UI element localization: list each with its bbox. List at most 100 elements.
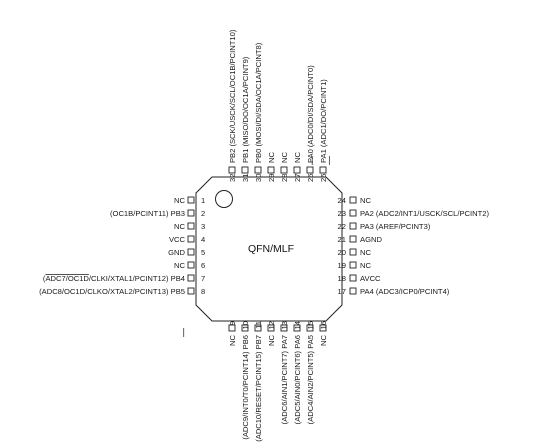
pin-pad bbox=[187, 274, 195, 282]
pin-pad bbox=[241, 166, 249, 174]
pin-number: 20 bbox=[338, 248, 346, 257]
pin-pad bbox=[306, 166, 314, 174]
pin-label: (ADC7/OC1D/CLKI/XTAL1/PCINT12) PB4 bbox=[43, 274, 185, 283]
pin-pad bbox=[349, 196, 357, 204]
pin-pad bbox=[280, 324, 288, 332]
pin-pad bbox=[349, 248, 357, 256]
pin-label: NC bbox=[293, 152, 302, 163]
pin-pad bbox=[267, 166, 275, 174]
pin-label: VCC bbox=[169, 235, 186, 244]
pin-number: 2 bbox=[201, 209, 205, 218]
pin-pad bbox=[319, 166, 327, 174]
pin-label: NC bbox=[267, 334, 276, 345]
pin-number: 31 bbox=[241, 174, 250, 182]
pin-number: 3 bbox=[201, 222, 205, 231]
pin-pad bbox=[280, 166, 288, 174]
pin-pad bbox=[349, 222, 357, 230]
pin-number: 8 bbox=[201, 287, 205, 296]
pin-pad bbox=[187, 222, 195, 230]
pin-pad bbox=[228, 166, 236, 174]
pin-label: (ADC4/AIN2/PCINT5) PA5 bbox=[306, 335, 315, 424]
pin-label: NC bbox=[174, 261, 185, 270]
pin-label: PA3 (AREF/PCINT3) bbox=[360, 222, 431, 231]
pin-label: (ADC9/INT0/T0/PCINT14) PB6 bbox=[241, 335, 250, 440]
pin-label: NC bbox=[174, 196, 185, 205]
pin-label: GND bbox=[168, 248, 185, 257]
pin-label: NC bbox=[267, 152, 276, 163]
pin-pad bbox=[349, 287, 357, 295]
pin-pad bbox=[349, 235, 357, 243]
pin-label: PB2 (SCK/USCK/SCL/OC1B/PCINT10) bbox=[228, 29, 237, 163]
pin-label: NC bbox=[319, 334, 328, 345]
pin-label: NC bbox=[360, 248, 371, 257]
pin-pad bbox=[228, 324, 236, 332]
pin-label: (ADC5/AIN0/PCINT6) PA6 bbox=[293, 335, 302, 424]
pin-number: 17 bbox=[338, 287, 346, 296]
pin-pad bbox=[319, 324, 327, 332]
pin-pad bbox=[254, 324, 262, 332]
pin-number: 7 bbox=[201, 274, 205, 283]
pin-label: PA2 (ADC2/INT1/USCK/SCL/PCINT2) bbox=[360, 209, 489, 218]
pin-label: NC bbox=[280, 152, 289, 163]
pin-label: NC bbox=[228, 334, 237, 345]
pin-label: PA4 (ADC3/ICP0/PCINT4) bbox=[360, 287, 450, 296]
pin-number: 30 bbox=[254, 174, 263, 182]
pin-pad bbox=[349, 209, 357, 217]
pin-number: 18 bbox=[338, 274, 346, 283]
pin-number: 4 bbox=[201, 235, 205, 244]
chip-body bbox=[195, 176, 343, 322]
pin-label: PA0 (ADC0/DI/SDA/PCINT0) bbox=[306, 65, 315, 163]
pin-number: 23 bbox=[338, 209, 346, 218]
pin-pad bbox=[267, 324, 275, 332]
pin-pad bbox=[349, 274, 357, 282]
pin-label: PB1 (MISO/DO/OC1A/PCINT9) bbox=[241, 56, 250, 163]
pin-number: 28 bbox=[280, 174, 289, 182]
pin-pad bbox=[187, 196, 195, 204]
pin-number: 21 bbox=[338, 235, 346, 244]
pin-pad bbox=[349, 261, 357, 269]
pin-label: NC bbox=[360, 261, 371, 270]
pin-number: 12 bbox=[267, 321, 276, 329]
pin-label: (ADC10/RESET/PCINT15) PB7 bbox=[254, 335, 263, 442]
pin-label: PB0 (MOSI/DI/SDA/OC1A/PCINT8) bbox=[254, 42, 263, 163]
pin-number: 1 bbox=[201, 196, 205, 205]
pin-pad bbox=[187, 235, 195, 243]
pin-label: NC bbox=[360, 196, 371, 205]
pin-pad bbox=[187, 287, 195, 295]
pin-number: 15 bbox=[306, 321, 315, 329]
pin-label: NC bbox=[174, 222, 185, 231]
pin-number: 16 bbox=[319, 321, 328, 329]
pin-pad bbox=[306, 324, 314, 332]
pin-pad bbox=[254, 166, 262, 174]
pin-pad bbox=[187, 209, 195, 217]
pin-label: (ADC8/OC1D/CLKO/XTAL2/PCINT13) PB5 bbox=[39, 287, 185, 296]
pin-number: 32 bbox=[228, 174, 237, 182]
pin-number: 9 bbox=[228, 321, 237, 325]
pin-label: (OC1B/PCINT11) PB3 bbox=[110, 209, 185, 218]
pin-number: 6 bbox=[201, 261, 205, 270]
pin-number: 5 bbox=[201, 248, 205, 257]
package-label: QFN/MLF bbox=[248, 243, 294, 255]
pin-pad bbox=[293, 166, 301, 174]
pin-pad bbox=[293, 324, 301, 332]
pin-number: 24 bbox=[338, 196, 346, 205]
pin1-marker-circle bbox=[215, 190, 233, 208]
pin-pad bbox=[187, 248, 195, 256]
pin-pad bbox=[241, 324, 249, 332]
pin-number: 22 bbox=[338, 222, 346, 231]
pin-number: 26 bbox=[306, 174, 315, 182]
pin-number: 13 bbox=[280, 321, 289, 329]
pin-pad bbox=[187, 261, 195, 269]
pin-number: 27 bbox=[293, 174, 302, 182]
pin-number: 25 bbox=[319, 174, 328, 182]
pin-number: 14 bbox=[293, 321, 302, 329]
pin-number: 19 bbox=[338, 261, 346, 270]
pin-label: (ADC6/AIN1/PCINT7) PA7 bbox=[280, 335, 289, 424]
pin-number: 11 bbox=[254, 321, 263, 329]
pin-label: PA1 (ADC1/DO/PCINT1) bbox=[319, 79, 328, 163]
pin-label: AVCC bbox=[360, 274, 381, 283]
pin-number: 29 bbox=[267, 174, 276, 182]
pin-number: 10 bbox=[241, 321, 250, 329]
